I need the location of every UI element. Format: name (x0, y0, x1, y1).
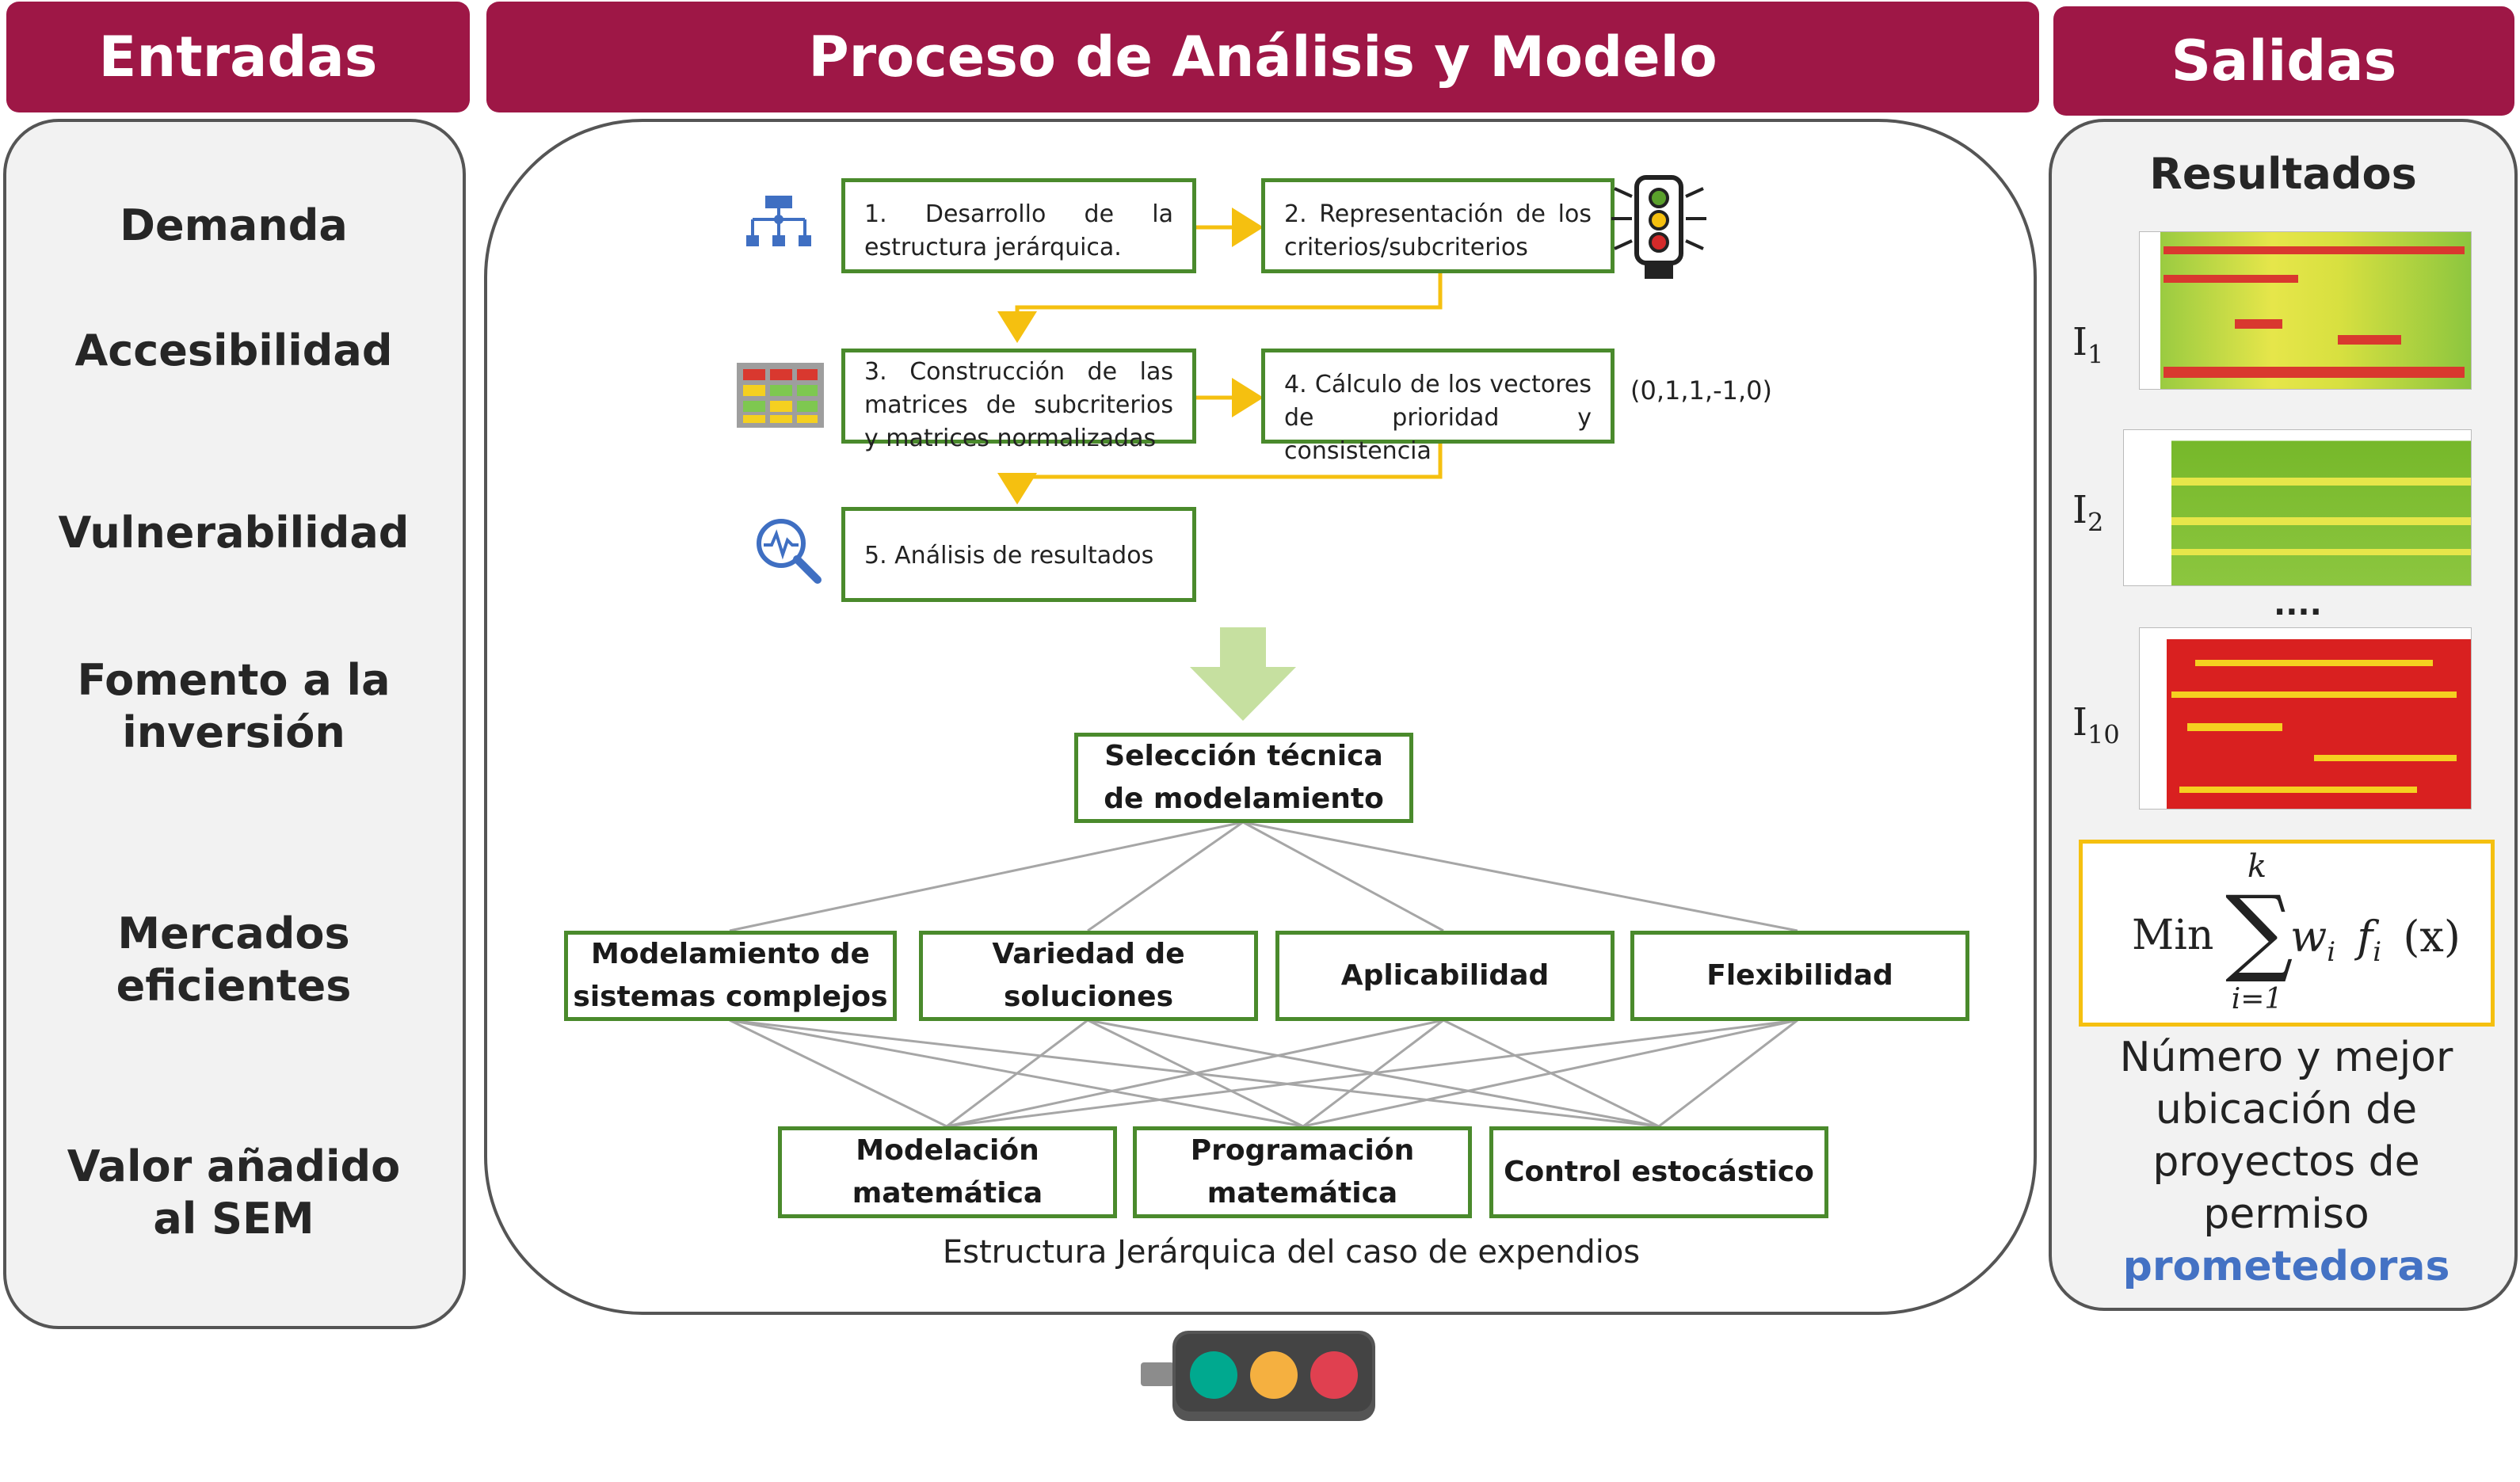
arrow-step4-step5 (997, 444, 1443, 505)
objective-formula-box: Min k ∑ i=1 wi fi (x) (2079, 840, 2495, 1027)
result-table-10 (2139, 627, 2472, 810)
step-2-box: 2. Representación de los criterios/subcr… (1261, 178, 1615, 273)
goal-box: Selección técnica de modelamiento (1074, 733, 1413, 823)
entradas-panel (3, 119, 466, 1329)
label-i10: I10 (2072, 700, 2120, 750)
alternative-control: Control estocástico (1489, 1126, 1828, 1218)
vector-label: (0,1,1,-1,0) (1630, 375, 1772, 406)
formula-terms: wi fi (x) (2290, 912, 2461, 968)
ellipsis: .... (2274, 586, 2322, 623)
header-salidas: Salidas (2053, 6, 2514, 116)
criterion-modelamiento: Modelamiento de sistemas complejos (564, 931, 897, 1021)
tree-lines-criteria (729, 1019, 1798, 1128)
header-entradas: Entradas (6, 2, 470, 112)
tree-lines-goal (729, 821, 1798, 932)
diagram-caption: Estructura Jerárquica del caso de expend… (942, 1234, 1641, 1271)
result-highlight: prometedoras (2122, 1243, 2450, 1290)
label-i2: I2 (2072, 488, 2104, 538)
matrix-grid-icon (737, 363, 824, 428)
alternative-modelacion: Modelación matemática (778, 1126, 1117, 1218)
input-mercados: Mercados eficientes (116, 909, 352, 1011)
step-3-box: 3. Construcción de las matrices de subcr… (841, 349, 1196, 452)
traffic-light-icon (1611, 175, 1706, 279)
formula-sum-symbol: ∑ (2225, 876, 2293, 986)
proceso-panel (484, 119, 2037, 1315)
criterion-variedad: Variedad de soluciones (919, 931, 1258, 1021)
input-fomento: Fomento a la inversión (77, 655, 391, 757)
result-table-1 (2139, 231, 2472, 390)
traffic-light-device-icon (1141, 1331, 1375, 1421)
hierarchy-icon (746, 196, 811, 246)
input-demanda: Demanda (120, 200, 348, 250)
step-5-box: 5. Análisis de resultados (841, 507, 1196, 602)
input-accesibilidad: Accesibilidad (74, 326, 393, 375)
label-i1: I1 (2072, 320, 2104, 370)
formula-sum-bottom: i=1 (2231, 983, 2283, 1015)
down-arrow-icon (1190, 627, 1296, 721)
search-analysis-icon (757, 519, 822, 584)
alternative-programacion: Programación matemática (1133, 1126, 1472, 1218)
criterion-flexibilidad: Flexibilidad (1630, 931, 1969, 1021)
step-1-box: 1. Desarrollo de la estructura jerárquic… (841, 178, 1196, 273)
input-valor: Valor añadido al SEM (67, 1141, 401, 1244)
resultados-title: Resultados (2149, 149, 2417, 199)
header-proceso: Proceso de Análisis y Modelo (486, 2, 2039, 112)
input-vulnerabilidad: Vulnerabilidad (58, 508, 410, 558)
formula-min: Min (2132, 912, 2214, 959)
arrow-step2-step3 (997, 273, 1443, 343)
criterion-aplicabilidad: Aplicabilidad (1275, 931, 1615, 1021)
step-4-box: 4. Cálculo de los vectores de prioridad … (1261, 349, 1615, 465)
result-description: Número y mejor ubicación de proyectos de… (2119, 1034, 2453, 1290)
formula-sum-top: k (2247, 848, 2267, 885)
result-table-2 (2123, 429, 2472, 586)
